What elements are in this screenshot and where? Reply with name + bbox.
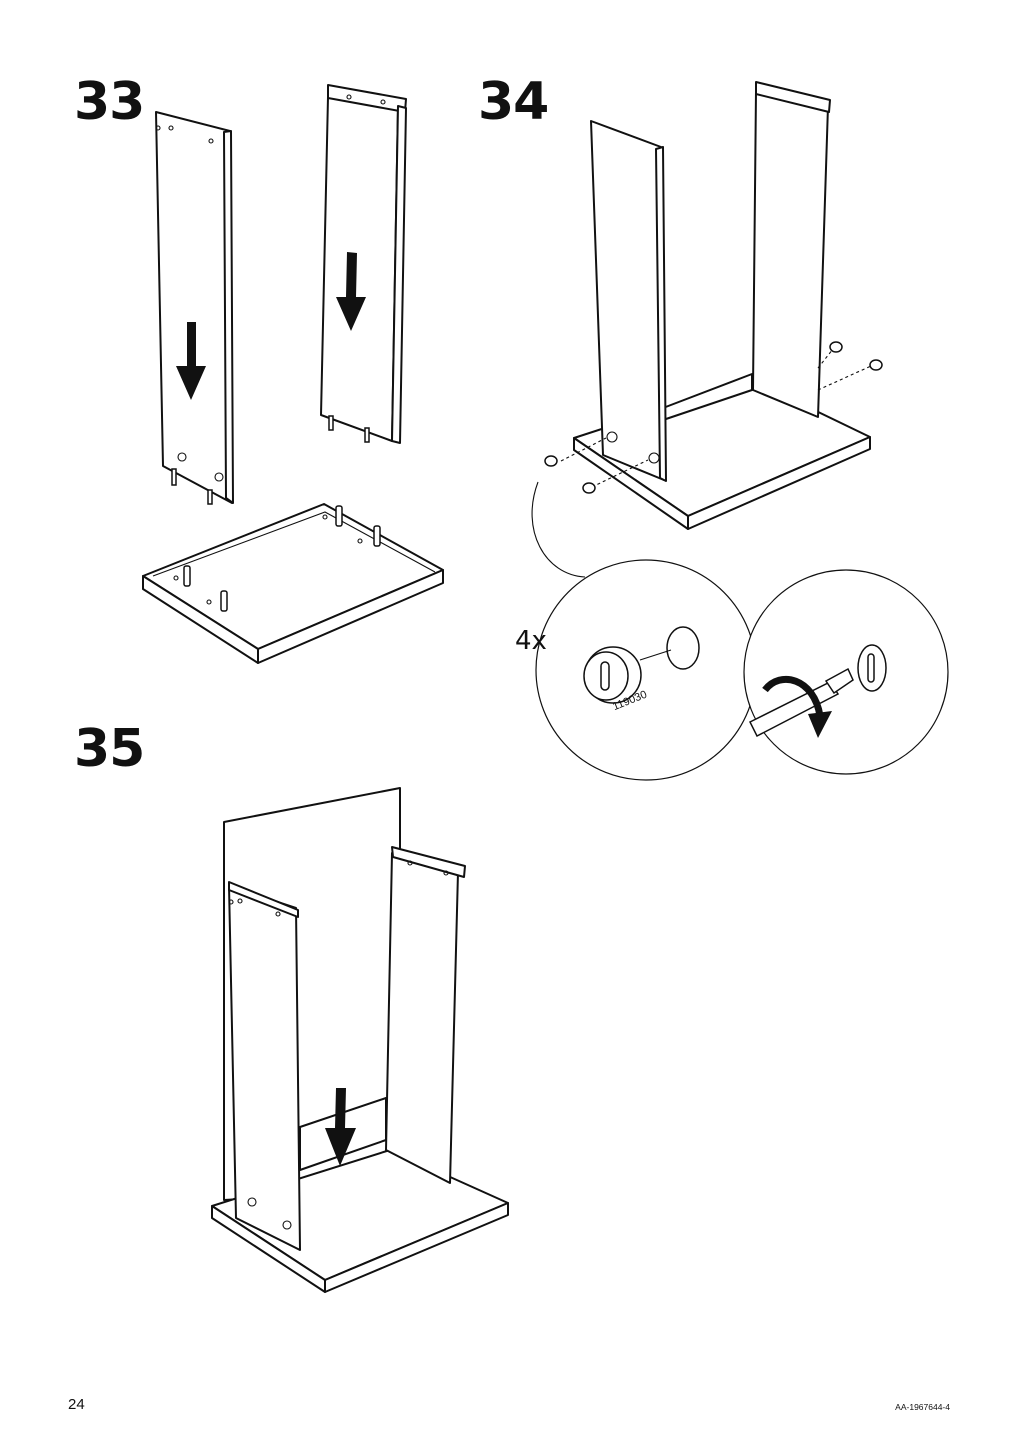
step-number-33: 33	[74, 72, 145, 132]
base-panel	[142, 503, 444, 664]
quantity-label: 4x	[515, 626, 547, 656]
step-number-34: 34	[478, 72, 549, 132]
side-panel-right	[320, 84, 407, 444]
cabinet-frame	[211, 787, 509, 1293]
document-code: AA-1967644-4	[895, 1402, 950, 1412]
side-panel-left	[155, 111, 234, 505]
step-number-35: 35	[74, 719, 145, 779]
rotate-clockwise-icon	[762, 676, 832, 738]
cam-lock-icon	[583, 626, 700, 704]
wooden-dowel-icon	[183, 505, 381, 612]
down-arrow-icon	[176, 322, 206, 400]
cam-lock-icon	[544, 341, 883, 494]
assembled-frame	[560, 81, 872, 530]
page-number: 24	[68, 1396, 85, 1413]
down-arrow-icon	[336, 252, 366, 331]
down-arrow-icon	[325, 1088, 356, 1166]
